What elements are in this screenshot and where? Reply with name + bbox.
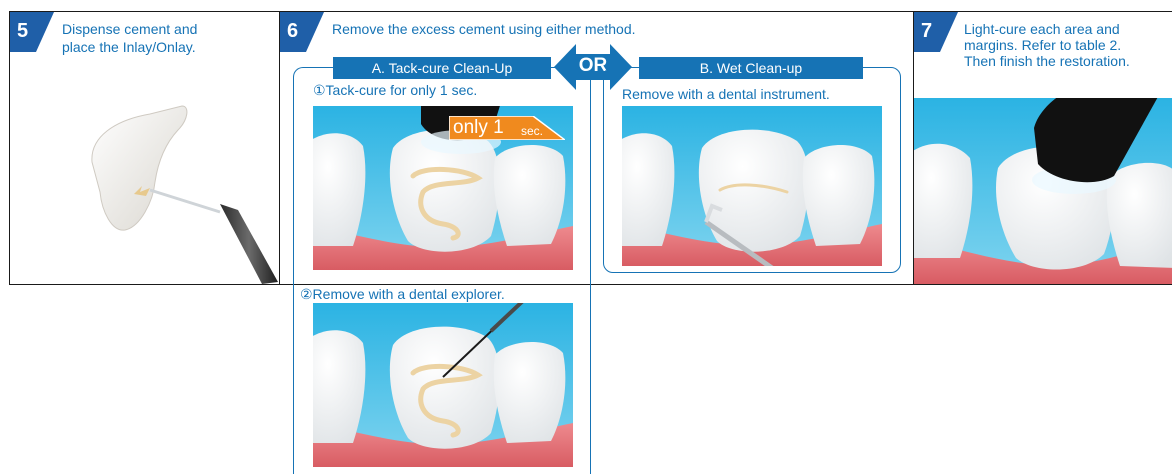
tooth-left [313,330,365,443]
step-title: Remove the excess cement using either me… [332,21,636,37]
step-number: 7 [921,20,932,43]
step-title-line-2: place the Inlay/Onlay. [62,39,196,55]
step-7-panel: 7 Light-cure each area and margins. Refe… [913,11,1172,285]
tooth-right [494,342,566,443]
option-b-label: B. Wet Clean-up [639,57,863,79]
explorer-illustration [313,303,573,467]
wet-cleanup-illustration [622,106,882,266]
step-title-line-1: Dispense cement and [62,21,197,37]
step-title-line-1: Light-cure each area and [964,21,1120,37]
step-number: 5 [17,20,28,43]
tooth-left [914,144,972,258]
step-title-line-3: Then finish the restoration. [964,53,1130,69]
step-title-line-2: margins. Refer to table 2. [964,37,1121,53]
tooth-left [622,133,674,246]
step-5-panel: 5 Dispense cement and place the Inlay/On… [9,11,281,285]
inlay-placement-illustration [70,92,280,284]
step-number-badge: 6 [280,12,332,52]
syringe-tip [150,190,220,212]
option-b-caption: Remove with a dental instrument. [622,86,830,102]
tooth-center [390,327,500,449]
step-number-badge: 5 [10,12,62,52]
option-a-label: A. Tack-cure Clean-Up [333,57,551,79]
callout-main: only 1 [453,117,504,139]
step-number-badge: 7 [914,12,966,52]
step-number: 6 [287,20,298,43]
tooth-center [699,130,809,252]
tooth-right [494,145,566,246]
inlay-shape [92,106,187,230]
callout-unit: sec. [521,124,543,138]
substep-2-caption: ②Remove with a dental explorer. [300,286,505,303]
tooth-right [803,145,875,246]
light-cure-illustration [914,98,1172,284]
only-1-sec-callout: only 1 sec. [449,116,565,140]
tooth-right [1107,163,1172,268]
substep-1-caption: ①Tack-cure for only 1 sec. [313,82,477,99]
tooth-left [313,133,365,246]
cement-syringe-icon [220,204,278,284]
